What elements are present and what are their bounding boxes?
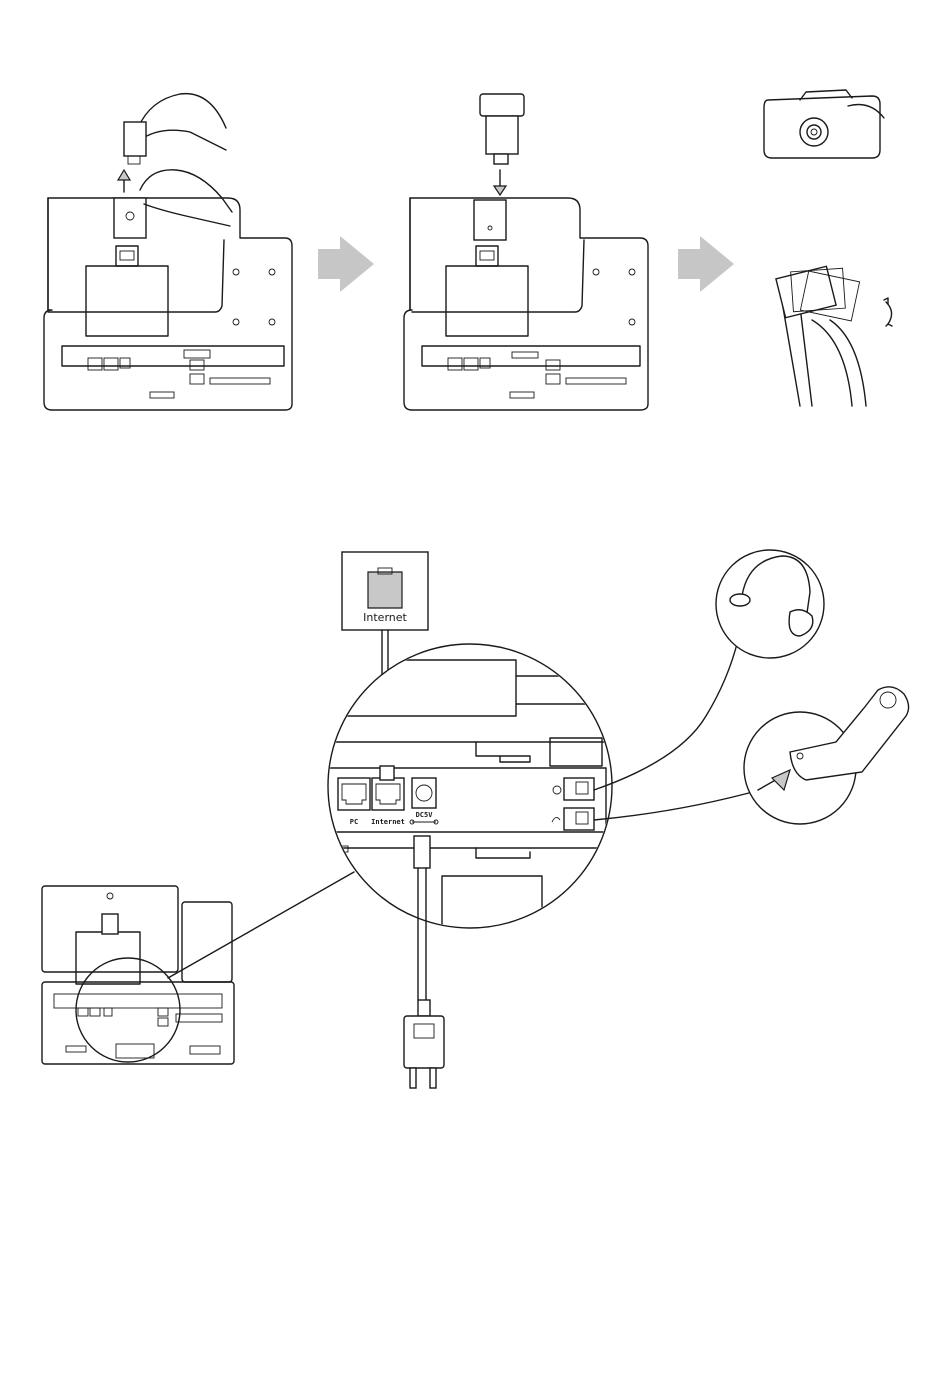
next-step-arrow-1 [318,236,374,292]
internet-jack-label: Internet [363,611,407,624]
step3-camera-tilt [764,90,892,406]
handset-cable [594,790,760,820]
phone-overview [42,886,234,1064]
handset-callout [744,687,909,824]
step2-insert-camera [404,94,648,410]
internet-wall-jack: Internet [342,552,428,630]
headset-cable [594,640,738,790]
zoom-connector-line [168,872,354,978]
pc-port-label: PC [350,818,358,826]
next-step-arrow-2 [678,236,734,292]
power-port-label: DC5V [416,811,434,819]
step1-remove-cover [44,94,292,410]
magnified-port-panel: PC Internet DC5V [320,644,620,936]
headset-callout [716,550,824,658]
internet-port-label: Internet [371,818,405,826]
